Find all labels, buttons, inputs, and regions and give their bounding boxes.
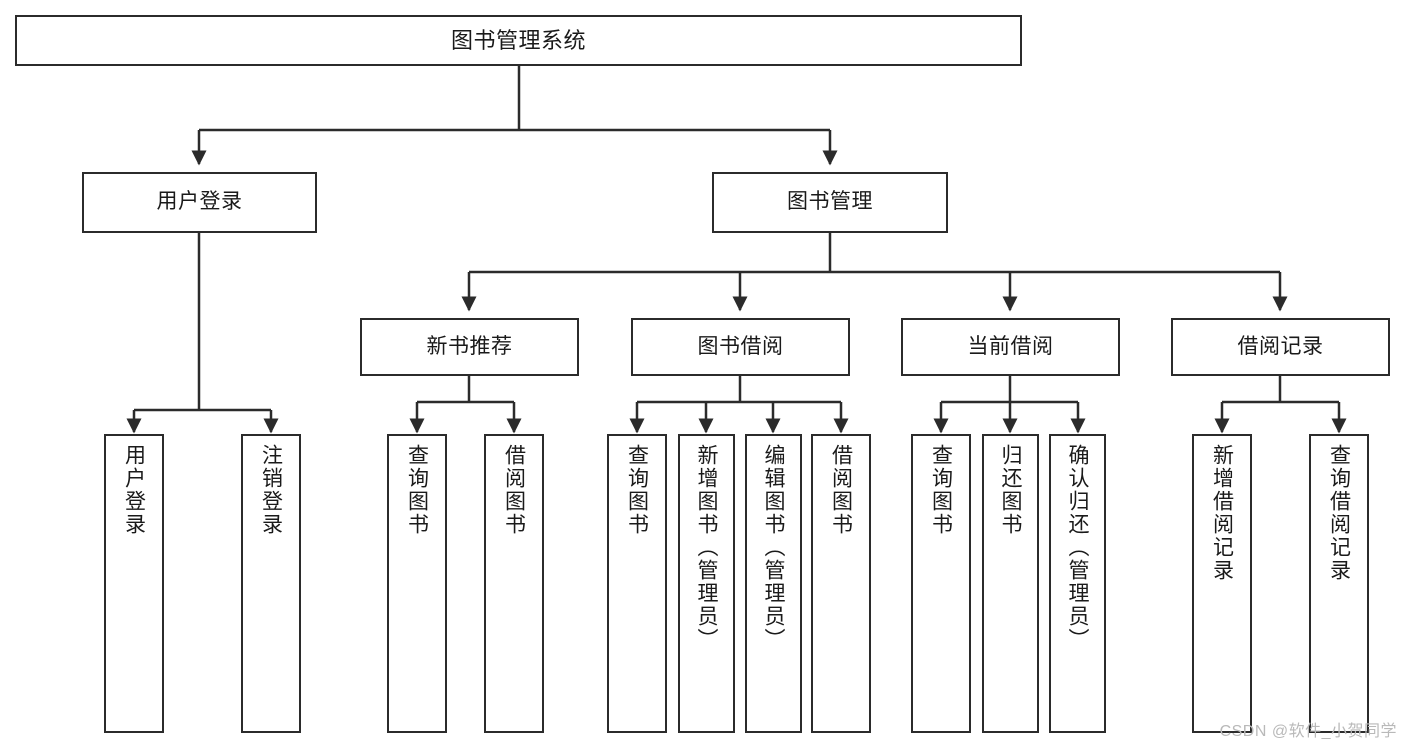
node-label: 注销登录 bbox=[259, 444, 283, 536]
leaf-new-book-borrow-book[interactable]: 借阅图书 bbox=[484, 434, 544, 733]
node-label: 借阅图书 bbox=[502, 444, 526, 536]
node-label: 用户登录 bbox=[156, 190, 243, 214]
leaf-borrow-records-query-record[interactable]: 查询借阅记录 bbox=[1309, 434, 1369, 733]
node-label: 查询借阅记录 bbox=[1327, 444, 1351, 582]
node-label: 借阅图书 bbox=[829, 444, 853, 536]
leaf-new-book-query-book[interactable]: 查询图书 bbox=[387, 434, 447, 733]
node-label: 当前借阅 bbox=[967, 334, 1054, 358]
leaf-current-borrow-return-book[interactable]: 归还图书 bbox=[982, 434, 1039, 733]
node-root-book-management-system[interactable]: 图书管理系统 bbox=[15, 15, 1022, 66]
node-label: 新书推荐 bbox=[426, 334, 513, 358]
leaf-user-login-login[interactable]: 用户登录 bbox=[104, 434, 164, 733]
leaf-book-borrow-query-book[interactable]: 查询图书 bbox=[607, 434, 667, 733]
node-label: 查询图书 bbox=[405, 444, 429, 536]
node-label: 图书借阅 bbox=[697, 334, 784, 358]
leaf-book-borrow-borrow-book[interactable]: 借阅图书 bbox=[811, 434, 871, 733]
node-label: 图书管理系统 bbox=[450, 27, 586, 53]
leaf-current-borrow-query-book[interactable]: 查询图书 bbox=[911, 434, 971, 733]
csdn-watermark: CSDN @软件_小贺同学 bbox=[1219, 723, 1397, 740]
node-label: 查询图书 bbox=[625, 444, 649, 536]
leaf-current-borrow-confirm-return-admin[interactable]: 确认归还（管理员） bbox=[1049, 434, 1106, 733]
node-book-borrow[interactable]: 图书借阅 bbox=[631, 318, 850, 376]
node-current-borrow[interactable]: 当前借阅 bbox=[901, 318, 1120, 376]
node-label: 用户登录 bbox=[122, 444, 146, 536]
node-label: 编辑图书（管理员） bbox=[762, 444, 785, 651]
node-label: 归还图书 bbox=[999, 444, 1022, 536]
node-book-management[interactable]: 图书管理 bbox=[712, 172, 948, 233]
leaf-borrow-records-add-record[interactable]: 新增借阅记录 bbox=[1192, 434, 1252, 733]
node-label: 查询图书 bbox=[929, 444, 953, 536]
node-label: 确认归还（管理员） bbox=[1066, 444, 1089, 651]
node-borrow-records[interactable]: 借阅记录 bbox=[1171, 318, 1390, 376]
node-user-login[interactable]: 用户登录 bbox=[82, 172, 317, 233]
leaf-user-login-logout[interactable]: 注销登录 bbox=[241, 434, 301, 733]
node-label: 新增图书（管理员） bbox=[695, 444, 718, 651]
leaf-book-borrow-add-book-admin[interactable]: 新增图书（管理员） bbox=[678, 434, 735, 733]
node-new-book-recommend[interactable]: 新书推荐 bbox=[360, 318, 579, 376]
node-label: 借阅记录 bbox=[1237, 334, 1324, 358]
node-label: 图书管理 bbox=[787, 190, 873, 214]
leaf-book-borrow-edit-book-admin[interactable]: 编辑图书（管理员） bbox=[745, 434, 802, 733]
node-label: 新增借阅记录 bbox=[1210, 444, 1234, 582]
